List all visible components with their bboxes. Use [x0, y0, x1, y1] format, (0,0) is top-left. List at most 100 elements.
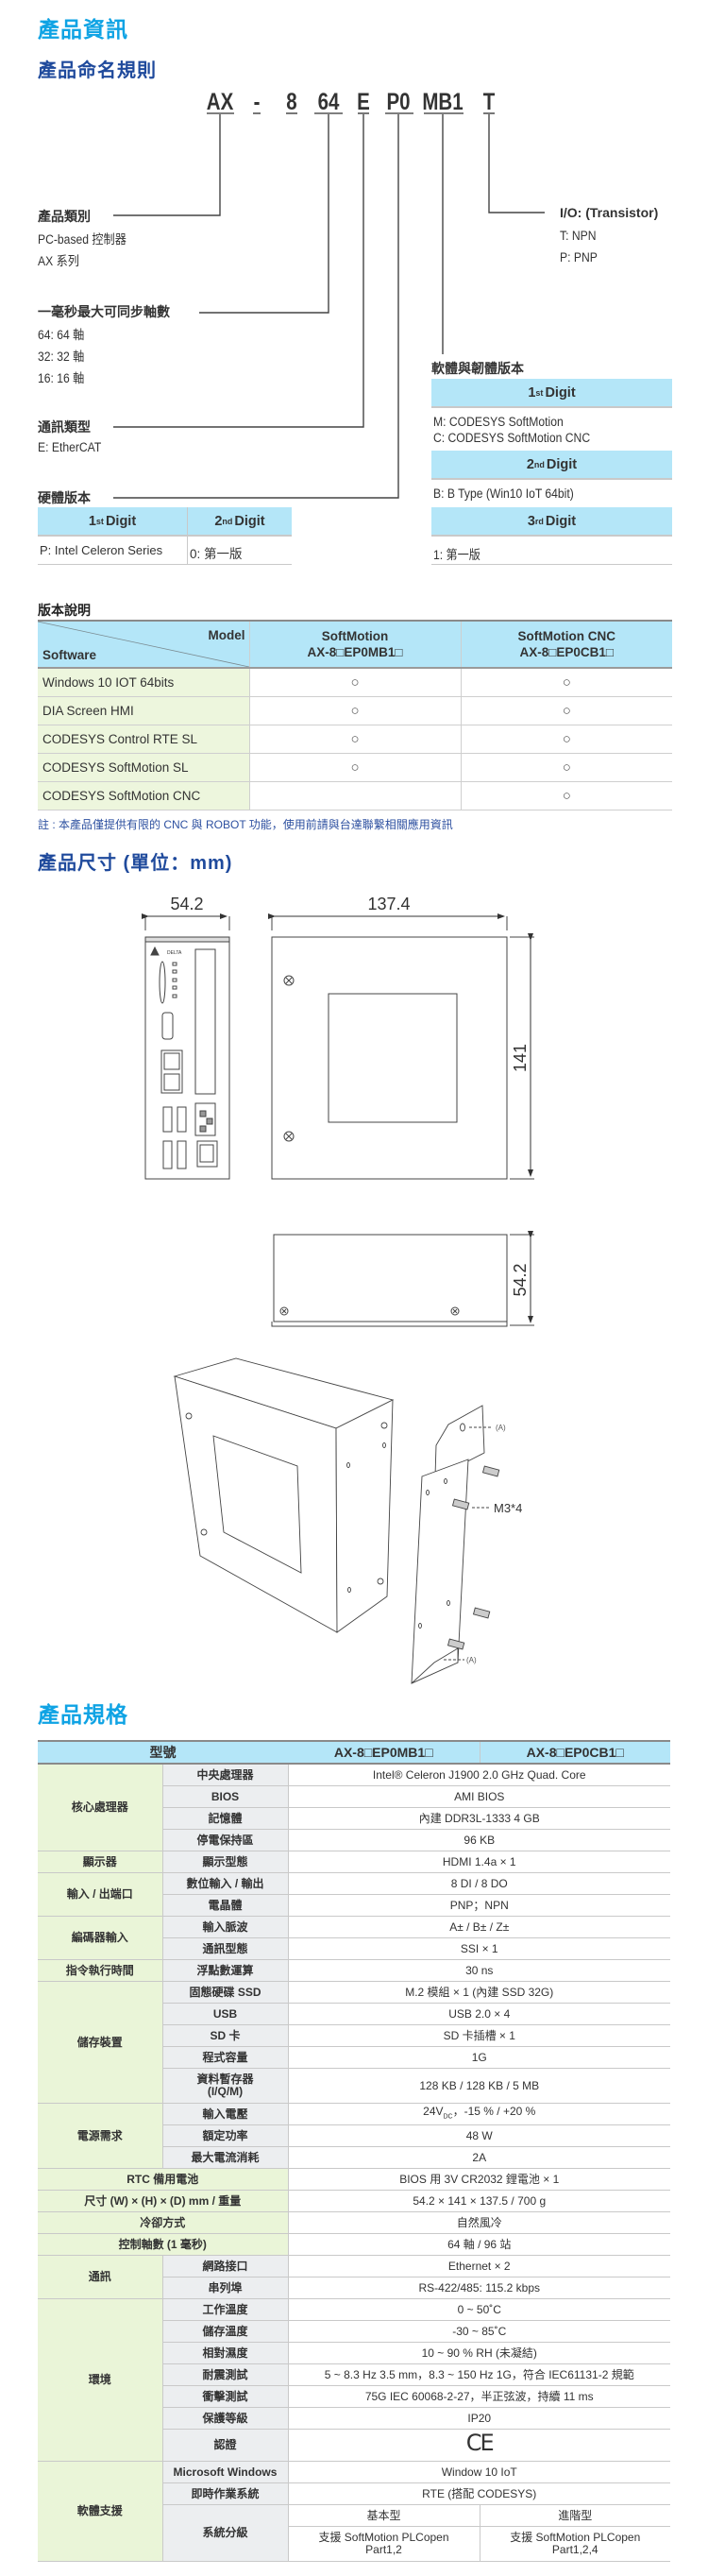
spec-value-text: 2A: [472, 2150, 487, 2164]
spec-label: 系統分級: [162, 2504, 289, 2562]
model-code: AX-8□EP0MB1□: [307, 645, 403, 659]
model-label: 型號: [38, 1740, 288, 1765]
spec-label-text: USB: [212, 2006, 238, 2021]
version-row: CODESYS SoftMotion SL○○: [38, 753, 672, 782]
support-mark: ○: [460, 668, 672, 697]
spec-row: 儲存溫度-30 ~ 85˚C: [38, 2320, 670, 2343]
spec-label-text: BIOS: [211, 1789, 240, 1803]
corner-software-label: Software: [42, 648, 97, 662]
spec-value-text: 1G: [471, 2050, 487, 2064]
spec-group-label: 儲存裝置: [38, 1981, 163, 2104]
axes-item: 64: 64 軸: [38, 328, 85, 342]
version-row: DIA Screen HMI○○: [38, 696, 672, 725]
spec-value-text: 48 W: [465, 2128, 493, 2142]
spec-label-text: 程式容量: [202, 2050, 248, 2064]
spec-label-text: 最大電流消耗: [191, 2150, 260, 2164]
spec-group-label: 軟體支援: [38, 2461, 163, 2562]
spec-value: 75G IEC 60068-2-27，半正弦波，持續 11 ms: [288, 2385, 670, 2408]
tier-text: 支援 SoftMotion PLCopen: [318, 2531, 449, 2544]
spec-value-text: AMI BIOS: [454, 1789, 505, 1803]
product-type-item: PC-based 控制器: [38, 232, 126, 247]
spec-label-text: 固態硬碟 SSD: [189, 1985, 261, 1999]
spec-row: 系統分級基本型進階型: [38, 2504, 670, 2562]
tier-header: 基本型: [288, 2504, 480, 2527]
spec-label-text: 系統分級: [202, 2526, 248, 2539]
spec-row: 控制軸數 (1 毫秒)64 軸 / 96 站: [38, 2233, 670, 2256]
support-mark: ○: [460, 696, 672, 725]
spec-label: USB: [162, 2003, 289, 2025]
code-dash: -: [253, 89, 261, 115]
spec-value: USB 2.0 × 4: [288, 2003, 670, 2025]
spec-label-text: SD 卡: [210, 2028, 241, 2042]
serial-port-icon: [196, 1140, 218, 1168]
spec-value: 64 軸 / 96 站: [288, 2233, 670, 2256]
spec-value: Intel® Celeron J1900 2.0 GHz Quad. Core: [288, 1764, 670, 1786]
spec-label: 工作溫度: [162, 2298, 289, 2321]
spec-row: 記憶體內建 DDR3L-1333 4 GB: [38, 1807, 670, 1830]
spec-label: 儲存溫度: [162, 2320, 289, 2343]
spec-label-text: 中央處理器: [196, 1767, 254, 1782]
specs-title: 產品規格: [38, 1702, 128, 1727]
axes-item: 16: 16 軸: [38, 371, 85, 385]
spec-group-label: 指令執行時間: [38, 1959, 163, 1982]
code-comm: E: [357, 89, 370, 115]
code-hardware: P0: [386, 89, 411, 115]
version-note: 註 : 本產品僅提供有限的 CNC 與 ROBOT 功能，使用前請與台達聯繫相關…: [38, 818, 453, 831]
spec-label-text: 輸入電壓: [202, 2107, 248, 2121]
isometric-view: [173, 1357, 395, 1633]
spec-row: 最大電流消耗 2A: [38, 2146, 670, 2169]
support-mark: [248, 781, 461, 810]
spec-value: RS-422/485: 115.2 kbps: [288, 2277, 670, 2299]
spec-label: 程式容量: [162, 2046, 289, 2069]
spec-label: 停電保持區: [162, 1829, 289, 1851]
digit-text: Digit: [545, 513, 577, 529]
spec-value-text: 75G IEC 60068-2-27，半正弦波，持續 11 ms: [364, 2389, 594, 2403]
software-digit-1-value: M: CODESYS SoftMotion: [433, 415, 564, 429]
spec-label-text: 網路接口: [202, 2259, 248, 2273]
spec-label-text: 記憶體: [208, 1811, 243, 1825]
model-header: AX-8□EP0CB1□: [479, 1740, 670, 1765]
spec-value-text: Window 10 IoT: [441, 2465, 517, 2479]
spec-value: 48 W: [288, 2124, 670, 2147]
spec-value-text: ，-15 % / +20 %: [452, 2104, 536, 2118]
hdmi-port-icon: [161, 1012, 174, 1040]
spec-value: Window 10 IoT: [288, 2461, 670, 2483]
spec-value: 自然風冷: [288, 2211, 670, 2234]
version-row: CODESYS Control RTE SL○○: [38, 725, 672, 754]
spec-label-text: 耐震測試: [202, 2367, 248, 2381]
digit-number: 2: [214, 513, 223, 529]
spec-value-text: Intel® Celeron J1900 2.0 GHz Quad. Core: [372, 1767, 586, 1782]
spec-group-label: 環境: [38, 2298, 163, 2462]
code-axes: 64: [317, 89, 340, 115]
spec-value-text: RS-422/485: 115.2 kbps: [418, 2280, 541, 2295]
spec-group-label: 顯示器: [38, 1851, 163, 1873]
hole-label: (A): [496, 1424, 506, 1432]
spec-row: BIOS AMI BIOS: [38, 1785, 670, 1808]
digit-ordinal: nd: [533, 459, 545, 469]
spec-value: CE: [288, 2429, 670, 2462]
software-name: CODESYS SoftMotion SL: [38, 753, 249, 782]
spec-label-text: 工作溫度: [202, 2302, 248, 2316]
spec-value-text: SD 卡插槽 × 1: [443, 2028, 515, 2042]
spec-label-text: 資料暫存器: [196, 2073, 254, 2086]
software-version-label: 軟體與韌體版本: [431, 361, 524, 376]
spec-label-text: 顯示型態: [202, 1854, 248, 1868]
version-row: Windows 10 IOT 64bits○○: [38, 668, 672, 697]
spec-label-text: 保護等級: [202, 2411, 248, 2425]
spec-value: 2A: [288, 2146, 670, 2169]
io-item: T: NPN: [560, 229, 597, 243]
spec-label: 輸入電壓: [162, 2103, 289, 2125]
spec-value-text: HDMI 1.4a × 1: [442, 1854, 516, 1868]
spec-value-text: 10 ~ 90 % RH (未凝結): [421, 2346, 537, 2360]
hardware-digit-2-value: 0: 第一版: [188, 537, 292, 565]
